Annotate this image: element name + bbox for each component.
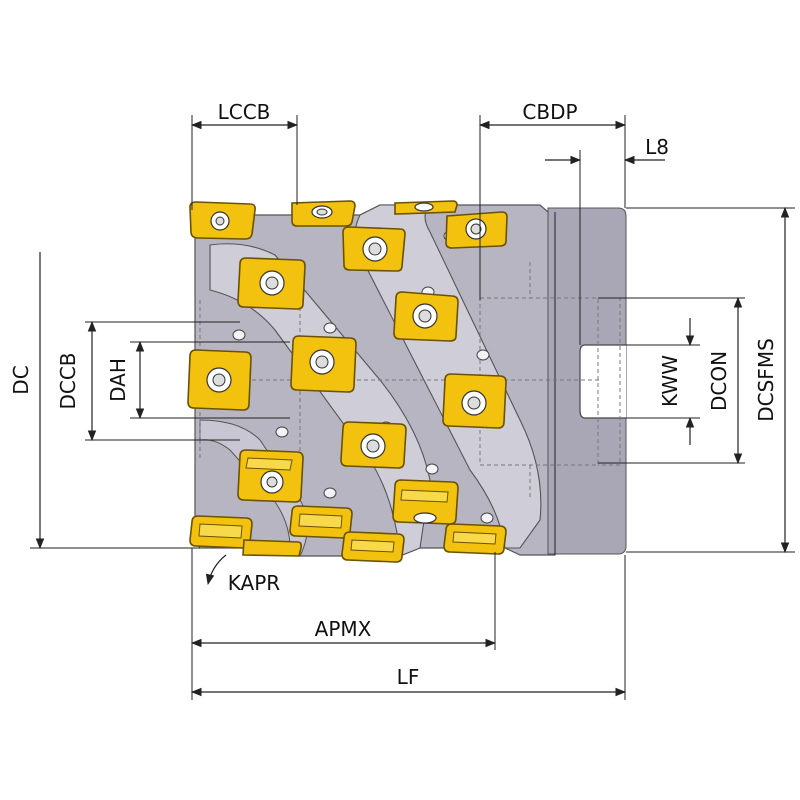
insert-with-screw [445,211,508,249]
label-dc: DC [9,365,33,394]
label-dcon: DCON [707,351,731,411]
insert-with-screw [342,226,406,272]
label-lccb: LCCB [218,100,271,124]
insert-with-screw [242,539,302,557]
insert-with-screw [187,349,252,411]
label-apmx: APMX [315,617,372,641]
label-dah: DAH [106,358,130,402]
coolant-hole [275,426,289,438]
coolant-hole [323,487,337,499]
insert-with-screw [341,531,405,563]
coolant-hole [476,349,490,361]
insert-with-screw [340,421,407,469]
coolant-hole [480,512,494,524]
label-kww: KWW [658,355,682,407]
flute-2 [209,243,431,557]
insert-with-screw [394,200,458,215]
keyway-slot [579,344,626,419]
insert-with-screw [442,373,507,429]
dimension-labels: LCCB CBDP L8 DC DCCB DAH KWW DCON DCSFMS… [9,100,778,689]
coolant-hole [323,322,337,334]
insert-with-screw [393,291,459,342]
label-cbdp: CBDP [522,100,577,124]
label-kapr: KAPR [228,571,281,595]
coolant-hole [425,463,439,475]
insert-with-screw [443,523,507,555]
insert-with-screw [289,505,353,539]
kapr-angle-arc [205,554,227,586]
insert-with-screw [237,257,306,310]
dimension-lines [30,115,795,700]
label-lf: LF [397,665,420,689]
coolant-hole [232,329,246,341]
label-dcsfms: DCSFMS [754,338,778,422]
insert-with-screw [189,515,253,549]
insert-with-screw [189,201,256,240]
insert-with-screw [237,449,304,503]
insert-with-screw [290,335,357,393]
insert-with-screw [291,200,356,227]
inserts [187,200,508,563]
label-dccb: DCCB [56,352,80,409]
label-l8: L8 [645,135,669,159]
insert-with-screw [392,479,459,525]
